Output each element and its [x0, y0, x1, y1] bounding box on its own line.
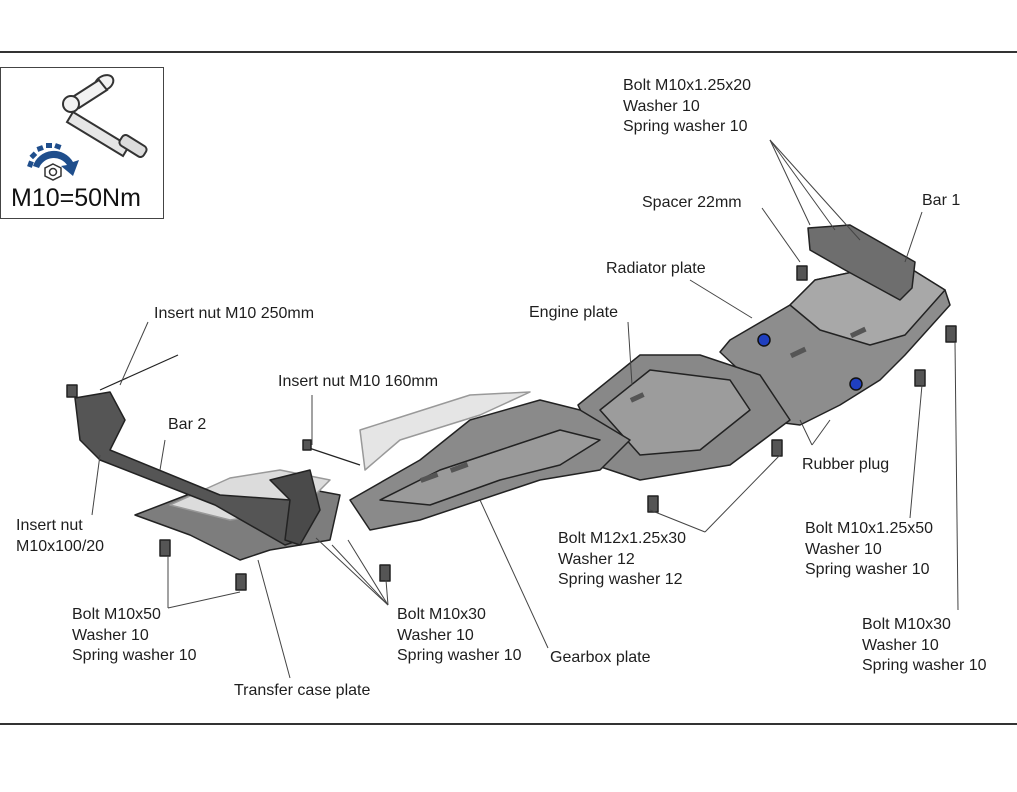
label-line: Bolt M10x1.25x20 — [623, 77, 752, 94]
callout-radiator-plate: Radiator plate — [606, 259, 706, 280]
callout-bolt-m10x30-center: Bolt M10x30 Washer 10 Spring washer 10 — [397, 605, 522, 667]
bottom-divider — [0, 723, 1017, 725]
label-line: Washer 10 — [805, 540, 882, 558]
label-line: Insert nut M10 160mm — [278, 373, 439, 390]
socket-wrench-icon — [62, 74, 148, 158]
top-divider — [0, 51, 1017, 53]
tighten-rotation-icon — [27, 143, 79, 181]
label-line: Transfer case plate — [234, 682, 371, 699]
callout-bolt-m10x1-25x20: Bolt M10x1.25x20 Washer 10 Spring washer… — [623, 76, 751, 138]
callout-bolt-m12: Bolt M12x1.25x30 Washer 12 Spring washer… — [558, 529, 686, 591]
label-line: Rubber plug — [802, 456, 890, 473]
callout-bolt-m10x30-right: Bolt M10x30 Washer 10 Spring washer 10 — [862, 615, 987, 677]
label-line: Bolt M10x30 — [862, 616, 951, 633]
label-line: Insert nut M10 250mm — [154, 305, 315, 322]
callout-gearbox-plate: Gearbox plate — [550, 648, 651, 669]
leader-lines — [91, 139, 959, 679]
torque-spec-box: M10=50Nm — [0, 67, 164, 219]
callout-insert-nut-100: Insert nut M10x100/20 — [16, 516, 104, 557]
callout-insert-nut-250: Insert nut M10 250mm — [154, 304, 314, 325]
label-line: Spring washer 10 — [862, 657, 987, 674]
label-line: Radiator plate — [606, 260, 706, 277]
label-line: Insert nut — [16, 517, 83, 534]
label-line: Bar 2 — [168, 416, 207, 433]
callout-bolt-m10x50: Bolt M10x50 Washer 10 Spring washer 10 — [72, 605, 197, 667]
label-line: Washer 10 — [397, 626, 474, 644]
callout-spacer: Spacer 22mm — [642, 193, 742, 214]
label-line: Spring washer 10 — [72, 647, 197, 664]
callout-bar-2: Bar 2 — [168, 415, 206, 436]
callout-transfer-case-plate: Transfer case plate — [234, 681, 370, 702]
callout-insert-nut-160: Insert nut M10 160mm — [278, 372, 438, 393]
label-line: Washer 10 — [862, 636, 939, 654]
callout-engine-plate: Engine plate — [529, 303, 618, 324]
bar-1 — [807, 224, 916, 301]
label-line: Spring washer 12 — [558, 571, 683, 588]
torque-spec-text: M10=50Nm — [11, 184, 141, 212]
callout-rubber-plug: Rubber plug — [802, 455, 889, 476]
label-line: Bolt M12x1.25x30 — [558, 530, 687, 547]
label-line: Bar 1 — [922, 192, 961, 209]
label-line: Washer 12 — [558, 550, 635, 568]
callout-bar-1: Bar 1 — [922, 191, 960, 212]
label-line: M10x100/20 — [16, 537, 105, 555]
label-line: Spacer 22mm — [642, 194, 742, 211]
label-line: Bolt M10x50 — [72, 606, 161, 623]
label-line: Spring washer 10 — [623, 118, 748, 135]
label-line: Bolt M10x1.25x50 — [805, 520, 934, 537]
callout-bolt-m10x1-25x50: Bolt M10x1.25x50 Washer 10 Spring washer… — [805, 519, 933, 581]
label-line: Washer 10 — [623, 97, 700, 115]
label-line: Gearbox plate — [550, 649, 651, 666]
label-line: Bolt M10x30 — [397, 606, 486, 623]
label-line: Engine plate — [529, 304, 618, 321]
label-line: Washer 10 — [72, 626, 149, 644]
label-line: Spring washer 10 — [397, 647, 522, 664]
assembly-parts — [66, 224, 957, 591]
label-line: Spring washer 10 — [805, 561, 930, 578]
